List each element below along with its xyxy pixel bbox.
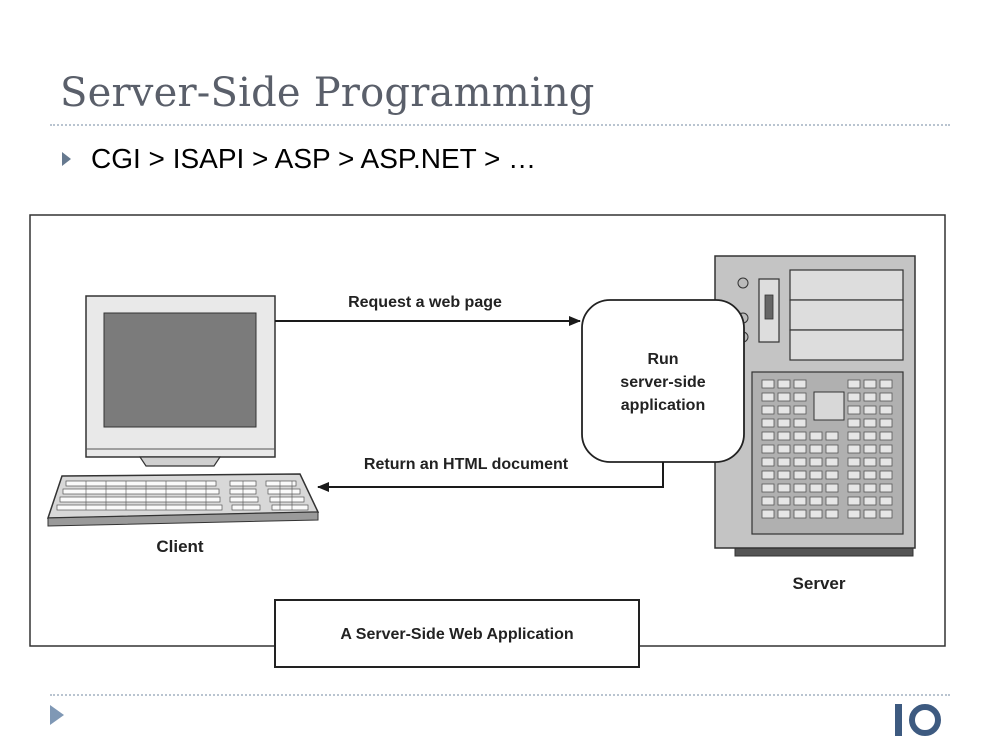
client-label: Client	[156, 537, 204, 556]
process-box-line-2: server-side	[620, 374, 705, 391]
response-label: Return an HTML document	[364, 456, 569, 473]
slide-title: Server-Side Programming	[60, 70, 595, 116]
io-logo-icon	[895, 704, 941, 736]
bullet-triangle-icon	[62, 152, 71, 166]
diagram-caption: A Server-Side Web Application	[340, 626, 573, 643]
footer-divider	[50, 694, 950, 696]
play-triangle-icon	[50, 705, 64, 725]
computer-icon	[46, 295, 320, 527]
request-label: Request a web page	[348, 294, 502, 311]
server-tower-icon	[714, 255, 916, 557]
bullet-text: CGI > ISAPI > ASP > ASP.NET > …	[91, 143, 537, 174]
response-arrow	[317, 462, 664, 492]
caption-box	[274, 599, 640, 668]
process-box-line-3: application	[621, 397, 705, 414]
process-box-line-1: Run	[647, 351, 678, 368]
server-label: Server	[793, 574, 846, 593]
bullet-item: CGI > ISAPI > ASP > ASP.NET > …	[62, 143, 536, 175]
title-divider	[50, 124, 950, 126]
